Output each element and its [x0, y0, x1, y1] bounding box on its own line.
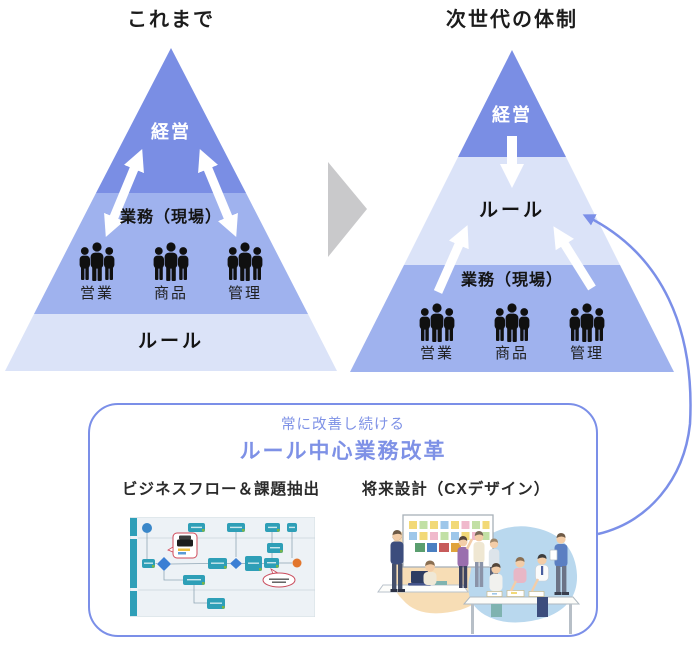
reform-subtitle: 常に改善し続ける: [281, 417, 405, 433]
people-group-icon: [79, 242, 115, 281]
people-group-icon: [153, 242, 189, 281]
people-group-icon: [419, 303, 455, 342]
group-label: 営業: [79, 285, 114, 302]
before-title: これまで: [127, 9, 215, 31]
reform-title: ルール中心業務改革: [239, 440, 447, 463]
group-label: 商品: [494, 345, 529, 362]
cx-design-illustration: [377, 514, 581, 634]
people-group-icon: [569, 303, 605, 342]
business-flow-chart-image: [130, 517, 315, 617]
group-label: 商品: [153, 285, 188, 302]
group-label: 管理: [227, 285, 262, 302]
right-triangle-arrow-icon: [328, 162, 367, 257]
before-bottom-label: ルール: [137, 331, 204, 352]
people-group-icon: [227, 242, 263, 281]
group-label: 管理: [569, 345, 604, 362]
flow-caption: ビジネスフロー＆課題抽出: [121, 481, 320, 498]
curved-feedback-arrow-icon: [582, 214, 692, 536]
after-title: 次世代の体制: [446, 9, 578, 31]
people-group-icon: [494, 303, 530, 342]
group-label: 営業: [419, 345, 454, 362]
after-middle-label: 業務（現場）: [460, 272, 563, 289]
before-middle-label: 業務（現場）: [119, 209, 222, 226]
after-top-label: 経営: [492, 105, 532, 125]
after-rule-label: ルール: [478, 200, 545, 221]
before-top-label: 経営: [151, 122, 191, 142]
cx-caption: 将来設計（CXデザイン）: [361, 481, 551, 498]
